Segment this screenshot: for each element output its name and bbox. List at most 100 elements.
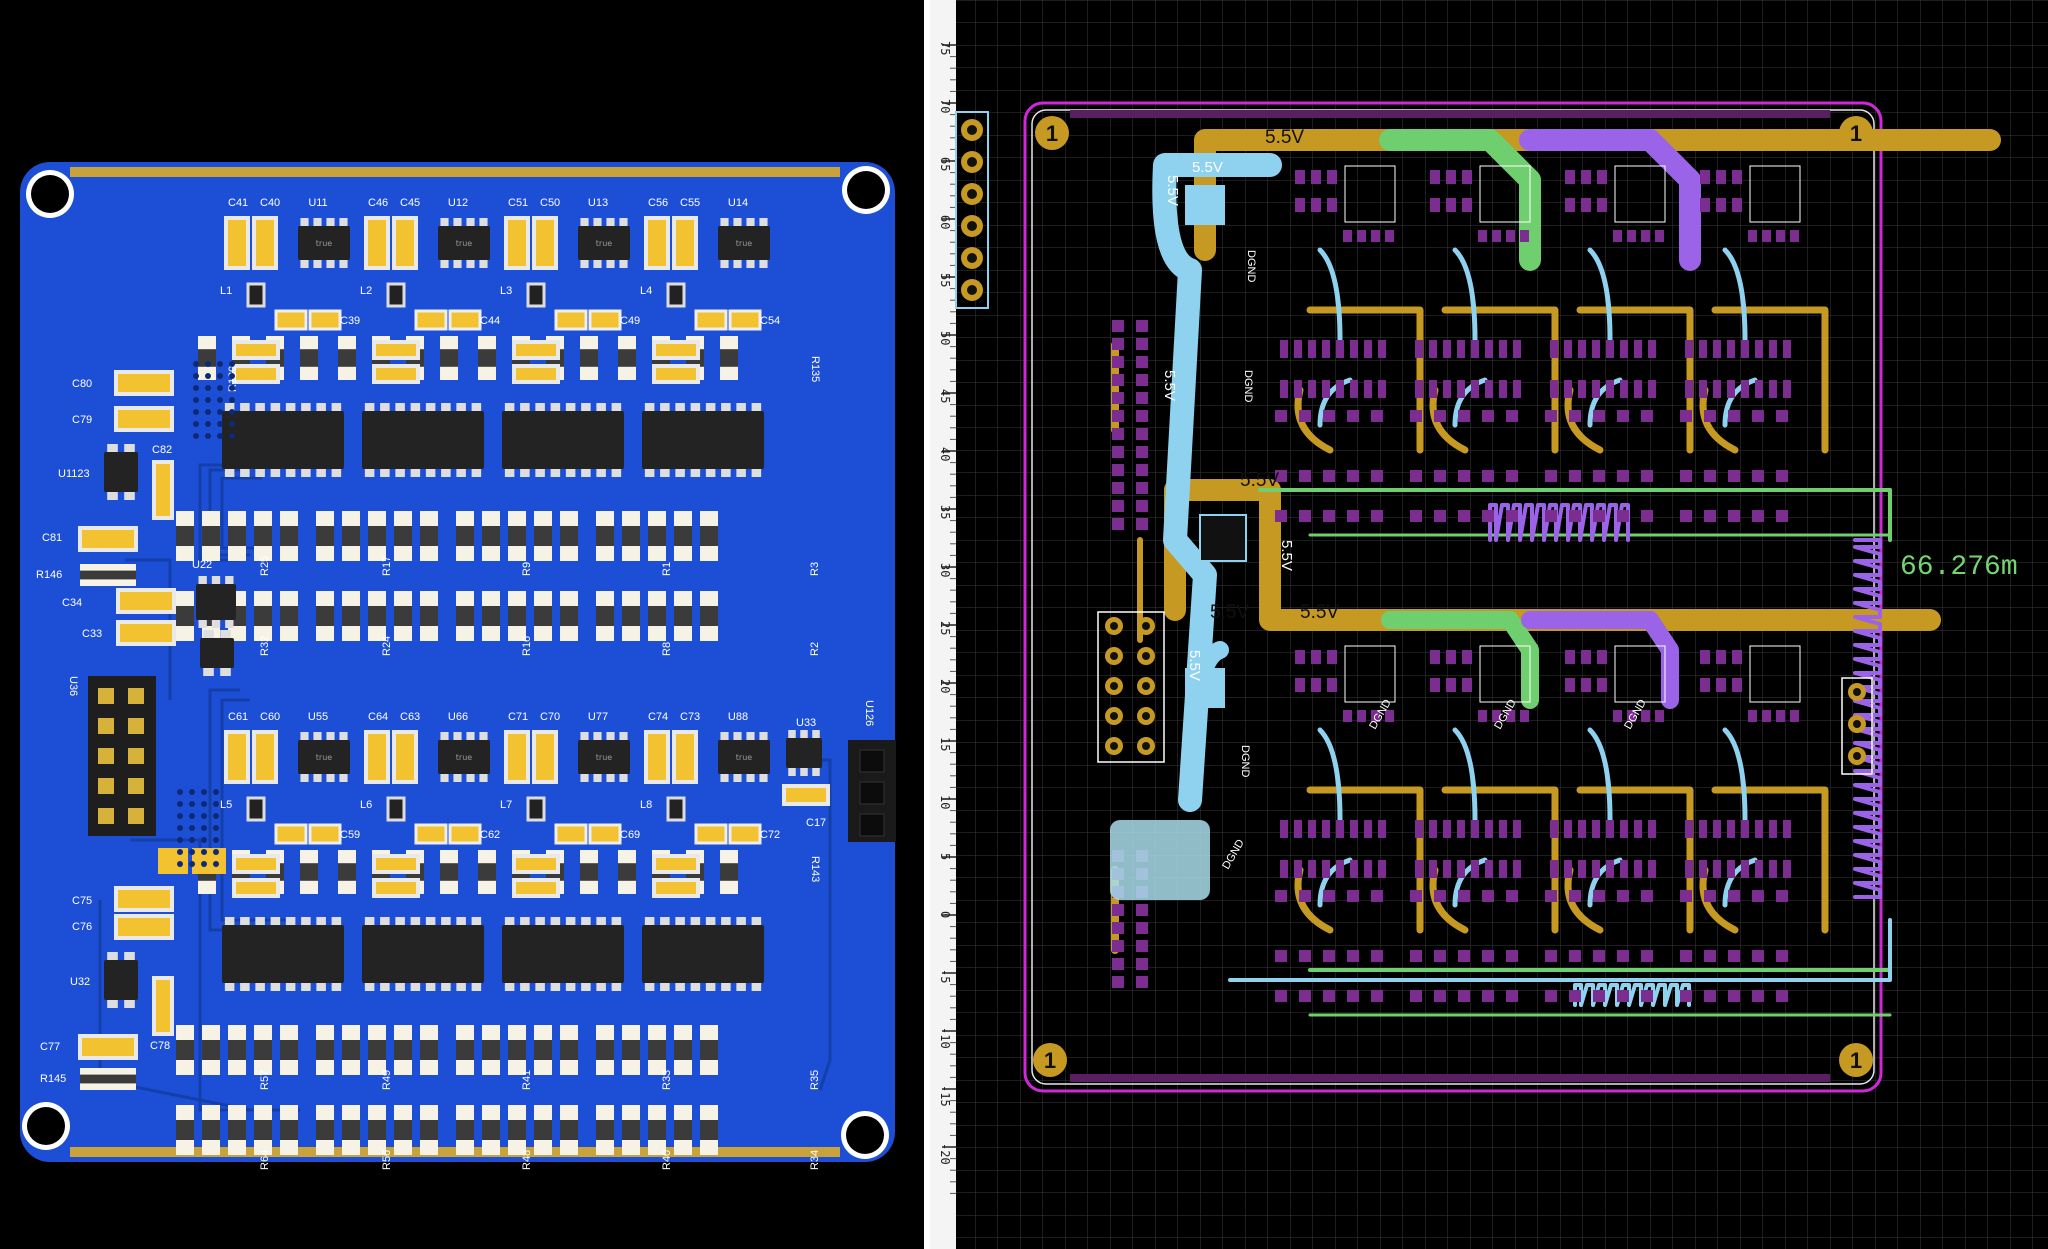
smd-pad[interactable] [1513,340,1521,358]
smd-pad[interactable] [1648,340,1656,358]
smd-pad[interactable] [1311,170,1321,184]
smd-pad[interactable] [1700,170,1710,184]
smd-pad[interactable] [1728,990,1740,1002]
smd-pad[interactable] [1482,890,1494,902]
smd-pad[interactable] [1294,340,1302,358]
smd-pad[interactable] [1634,860,1642,878]
smd-pad[interactable] [1485,860,1493,878]
smd-pad[interactable] [1485,340,1493,358]
smd-pad[interactable] [1641,990,1653,1002]
smd-pad[interactable] [1429,380,1437,398]
smd-pad[interactable] [1613,230,1622,242]
smd-pad[interactable] [1592,820,1600,838]
smd-pad[interactable] [1597,170,1607,184]
smd-pad[interactable] [1443,380,1451,398]
smd-pad[interactable] [1748,230,1757,242]
smd-pad[interactable] [1295,198,1305,212]
smd-pad[interactable] [1295,170,1305,184]
smd-pad[interactable] [1578,340,1586,358]
smd-pad[interactable] [1336,380,1344,398]
smd-pad[interactable] [1776,990,1788,1002]
smd-pad[interactable] [1700,650,1710,664]
smd-pad[interactable] [1606,860,1614,878]
smd-pad[interactable] [1564,380,1572,398]
smd-pad[interactable] [1327,170,1337,184]
smd-pad[interactable] [1112,410,1124,422]
smd-pad[interactable] [1357,230,1366,242]
smd-pad[interactable] [1308,820,1316,838]
smd-pad[interactable] [1592,380,1600,398]
smd-pad[interactable] [1322,860,1330,878]
smd-pad[interactable] [1471,340,1479,358]
smd-pad[interactable] [1680,950,1692,962]
smd-pad[interactable] [1545,990,1557,1002]
smd-pad[interactable] [1506,410,1518,422]
smd-pad[interactable] [1606,820,1614,838]
smd-pad[interactable] [1713,860,1721,878]
smd-pad[interactable] [1648,380,1656,398]
smd-pad[interactable] [1434,990,1446,1002]
smd-pad[interactable] [1429,340,1437,358]
smd-pad[interactable] [1112,482,1124,494]
smd-pad[interactable] [1569,510,1581,522]
smd-pad[interactable] [1275,950,1287,962]
smd-pad[interactable] [1434,410,1446,422]
smd-pad[interactable] [1755,340,1763,358]
smd-pad[interactable] [1617,950,1629,962]
smd-pad[interactable] [1371,230,1380,242]
smd-pad[interactable] [1704,950,1716,962]
smd-pad[interactable] [1371,710,1380,722]
smd-pad[interactable] [1752,470,1764,482]
smd-pad[interactable] [1485,380,1493,398]
smd-pad[interactable] [1748,710,1757,722]
smd-pad[interactable] [1704,410,1716,422]
smd-pad[interactable] [1275,470,1287,482]
smd-pad[interactable] [1347,410,1359,422]
smd-pad[interactable] [1385,230,1394,242]
smd-pad[interactable] [1364,340,1372,358]
smd-pad[interactable] [1581,170,1591,184]
smd-pad[interactable] [1350,820,1358,838]
smd-pad[interactable] [1343,710,1352,722]
smd-pad[interactable] [1275,990,1287,1002]
smd-pad[interactable] [1569,410,1581,422]
smd-pad[interactable] [1606,340,1614,358]
smd-pad[interactable] [1776,510,1788,522]
smd-pad[interactable] [1311,198,1321,212]
smd-pad[interactable] [1617,990,1629,1002]
smd-pad[interactable] [1136,446,1148,458]
smd-pad[interactable] [1136,940,1148,952]
smd-pad[interactable] [1136,356,1148,368]
smd-pad[interactable] [1364,820,1372,838]
smd-pad[interactable] [1732,678,1742,692]
smd-pad[interactable] [1112,338,1124,350]
smd-pad[interactable] [1783,380,1791,398]
smd-pad[interactable] [1462,198,1472,212]
smd-pad[interactable] [1280,860,1288,878]
smd-pad[interactable] [1343,230,1352,242]
smd-pad[interactable] [1434,950,1446,962]
smd-pad[interactable] [1323,950,1335,962]
smd-pad[interactable] [1499,340,1507,358]
smd-pad[interactable] [1732,198,1742,212]
smd-pad[interactable] [1415,820,1423,838]
smd-pad[interactable] [1136,976,1148,988]
smd-pad[interactable] [1634,340,1642,358]
smd-pad[interactable] [1783,860,1791,878]
smd-pad[interactable] [1713,380,1721,398]
smd-pad[interactable] [1478,710,1487,722]
smd-pad[interactable] [1299,410,1311,422]
smd-pad[interactable] [1716,678,1726,692]
smd-pad[interactable] [1506,990,1518,1002]
smd-pad[interactable] [1732,650,1742,664]
smd-pad[interactable] [1136,428,1148,440]
smd-pad[interactable] [1371,890,1383,902]
smd-pad[interactable] [1617,890,1629,902]
smd-pad[interactable] [1347,470,1359,482]
smd-pad[interactable] [1443,820,1451,838]
smd-pad[interactable] [1783,820,1791,838]
smd-pad[interactable] [1410,990,1422,1002]
smd-pad[interactable] [1506,950,1518,962]
smd-pad[interactable] [1641,890,1653,902]
